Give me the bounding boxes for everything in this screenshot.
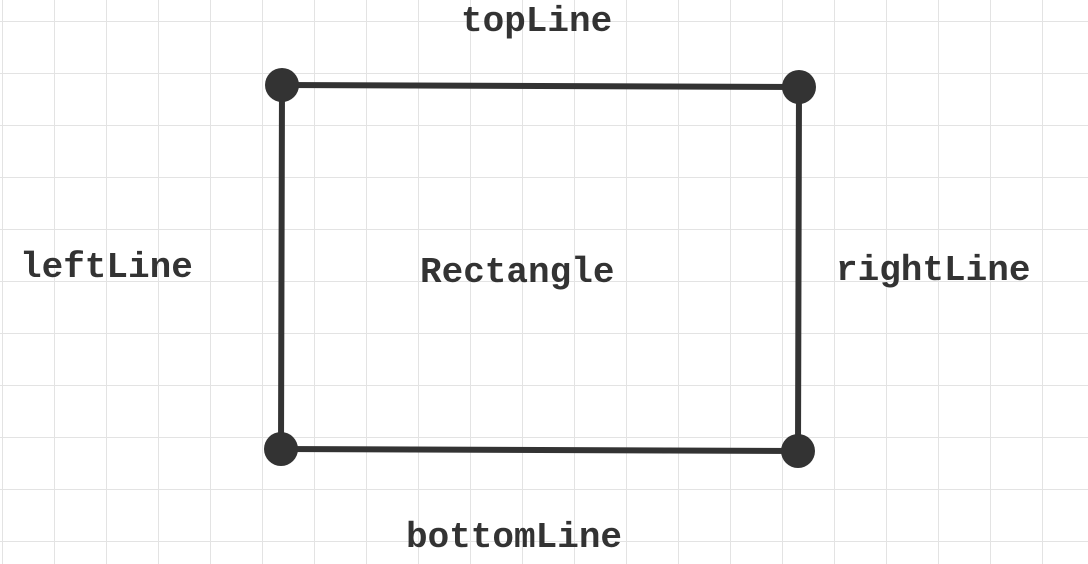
bottom-left-vertex[interactable]: [264, 432, 298, 466]
top-left-vertex[interactable]: [265, 68, 299, 102]
bottom-right-vertex[interactable]: [781, 434, 815, 468]
left-line-label: leftLine: [20, 247, 193, 288]
rectangle-label: Rectangle: [420, 252, 615, 293]
bottom-line-label: bottomLine: [406, 517, 623, 558]
top-right-vertex[interactable]: [782, 70, 816, 104]
right-line-label: rightLine: [836, 250, 1031, 291]
bottom-line-edge: [278, 446, 801, 454]
top-line-edge: [279, 82, 802, 90]
right-line-edge: [795, 84, 802, 454]
top-line-label: topLine: [461, 1, 613, 42]
left-line-edge: [278, 82, 285, 452]
